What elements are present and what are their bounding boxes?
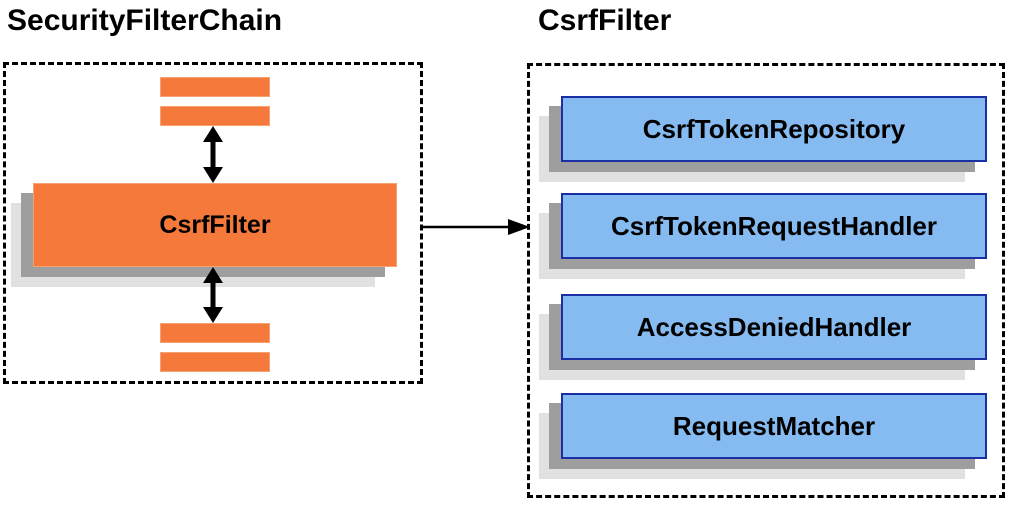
- other-filter-bar-bottom-2: [160, 352, 270, 372]
- csrf-filter-node-label: CsrfFilter: [159, 210, 271, 239]
- double-arrow-icon-top: [203, 126, 223, 183]
- component-label-access-denied-handler: AccessDeniedHandler: [636, 311, 912, 342]
- component-box-access-denied-handler: AccessDeniedHandler: [561, 294, 987, 360]
- security-filter-chain-title: SecurityFilterChain: [7, 4, 283, 37]
- security-filter-chain-panel: CsrfFilter: [3, 62, 423, 384]
- component-label-request-matcher: RequestMatcher: [672, 410, 876, 441]
- csrf-filter-panel: CsrfTokenRepository CsrfTokenRequestHand…: [527, 63, 1005, 498]
- csrf-filter-title: CsrfFilter: [538, 4, 672, 37]
- right-arrow-icon: [421, 219, 530, 235]
- component-box-csrf-token-repository: CsrfTokenRepository: [561, 96, 987, 162]
- component-label-csrf-token-repository: CsrfTokenRepository: [642, 113, 906, 144]
- double-arrow-icon-bottom: [203, 267, 223, 323]
- other-filter-bar-bottom-1: [160, 323, 270, 343]
- component-label-csrf-token-request-handler: CsrfTokenRequestHandler: [610, 210, 938, 241]
- other-filter-bar-top-2: [160, 106, 270, 126]
- other-filter-bar-top-1: [160, 77, 270, 97]
- component-box-request-matcher: RequestMatcher: [561, 393, 987, 459]
- component-box-csrf-token-request-handler: CsrfTokenRequestHandler: [561, 193, 987, 259]
- csrf-filter-node: CsrfFilter: [33, 183, 397, 267]
